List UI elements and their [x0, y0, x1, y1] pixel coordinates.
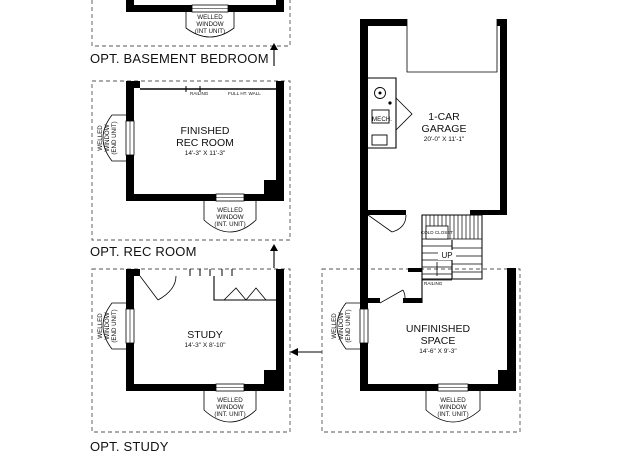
mech-room-wall [368, 77, 397, 149]
wall [276, 81, 284, 201]
room-dimensions: 14'-6" X 9'-3" [419, 348, 457, 355]
wall [276, 269, 284, 391]
cold-closet-label: COLD CLOSET [421, 230, 454, 235]
wall [500, 19, 507, 215]
window-label: WELLED [197, 14, 223, 21]
full-height-wall-label: FULL HT. WALL [228, 91, 261, 96]
garage-door-icon [406, 19, 498, 73]
garage-door-opening [407, 19, 497, 26]
option-outline-rec-room [91, 80, 291, 241]
mech-label: MECH. [372, 116, 392, 123]
wall [498, 370, 516, 391]
window-label: (INT. UNIT) [214, 221, 245, 228]
wall [408, 268, 422, 272]
room-dimensions: 20'-0" X 11'-1" [424, 136, 465, 143]
caption-rec-room: OPT. REC ROOM [90, 244, 197, 259]
appliance-icon [371, 134, 388, 146]
wall [126, 194, 216, 201]
wall [507, 268, 516, 391]
railing-label: RAILING [424, 281, 443, 286]
window-label: WINDOW [104, 124, 111, 151]
welled-window-icon [102, 302, 135, 350]
room-name: STUDY [187, 329, 223, 341]
door-icon [139, 275, 159, 301]
window-label: WINDOW [338, 312, 345, 339]
main-floor-plan: MECH. 1-CAR GARAGE 20'-0" X 11'-1" [321, 19, 521, 433]
cold-closet [425, 225, 449, 240]
welled-window-icon [336, 302, 369, 350]
door-swing-icon [391, 214, 407, 233]
railing-label: RAILING [190, 91, 209, 96]
window-label: (END UNIT) [345, 309, 352, 342]
water-heater-icon [374, 87, 386, 99]
stair-up-label: UP [441, 251, 452, 260]
room-name: REC ROOM [176, 137, 234, 149]
room-dimensions: 14'-3" X 8'-10" [184, 342, 226, 349]
option-outline-study [91, 268, 291, 433]
window-label: WINDOW [216, 214, 243, 221]
window-label: WINDOW [104, 312, 111, 339]
wall [276, 0, 284, 12]
basement-bedroom-option: WELLED WINDOW (INT UNIT) OPT. BASEMENT B… [90, 0, 291, 66]
arrow-head-icon [270, 244, 278, 251]
option-outline-bedroom [91, 0, 291, 47]
window-label: (END UNIT) [111, 121, 118, 154]
room-name: GARAGE [422, 123, 467, 135]
wall [368, 210, 406, 215]
door-swing-icon [402, 289, 406, 304]
closet-door-icon [223, 287, 247, 301]
welled-window-icon [102, 114, 135, 162]
study-option: STUDY 14'-3" X 8'-10" WELLED WINDOW (END… [90, 268, 291, 454]
door-icon [367, 214, 393, 233]
room-name: FINISHED [180, 125, 229, 137]
window-label: (END UNIT) [111, 309, 118, 342]
option-outline-main [321, 268, 521, 433]
wall [368, 298, 380, 303]
room-name: SPACE [421, 335, 456, 347]
closet-door-icon [245, 287, 267, 301]
mech-door-icon [395, 97, 413, 131]
wall [360, 19, 368, 391]
wall [264, 180, 284, 201]
room-name: UNFINISHED [406, 323, 471, 335]
window-label: WINDOW [196, 21, 223, 28]
wall [470, 210, 507, 215]
window-label: WELLED [217, 207, 243, 214]
window-label: (INT. UNIT) [214, 411, 245, 418]
window-label: WELLED [331, 313, 338, 339]
window-label: WELLED [217, 397, 243, 404]
arrow-head-icon [290, 348, 298, 356]
stair-opening-marks [189, 269, 233, 276]
window-label: WINDOW [439, 404, 466, 411]
welled-window-icon [203, 383, 257, 423]
wall [403, 298, 422, 303]
caption-study: OPT. STUDY [90, 439, 169, 454]
window-label: WELLED [440, 397, 466, 404]
window-label: WELLED [97, 125, 104, 151]
rec-room-option: RAILING FULL HT. WALL FINISHED REC ROOM … [90, 80, 291, 268]
wall [228, 5, 284, 12]
welled-window-icon [425, 383, 481, 423]
window-label: (INT UNIT) [195, 28, 225, 35]
window-label: WELLED [97, 313, 104, 339]
window-label: WINDOW [216, 404, 243, 411]
window-label: (INT. UNIT) [437, 411, 468, 418]
wall [126, 384, 216, 391]
door-icon [379, 289, 404, 304]
wall [264, 370, 284, 391]
room-name: 1-CAR [428, 111, 460, 123]
arrow-head-icon [270, 43, 278, 50]
wall [468, 384, 516, 391]
welled-window-icon [203, 193, 257, 233]
wall [126, 5, 192, 12]
caption-basement-bedroom: OPT. BASEMENT BEDROOM [90, 51, 269, 66]
room-dimensions: 14'-3" X 11'-3" [185, 150, 226, 157]
closet-wall [213, 276, 276, 301]
door-swing-icon [157, 275, 177, 301]
welled-window-icon [185, 4, 235, 38]
wall [360, 384, 438, 391]
furnace-icon [371, 109, 390, 124]
